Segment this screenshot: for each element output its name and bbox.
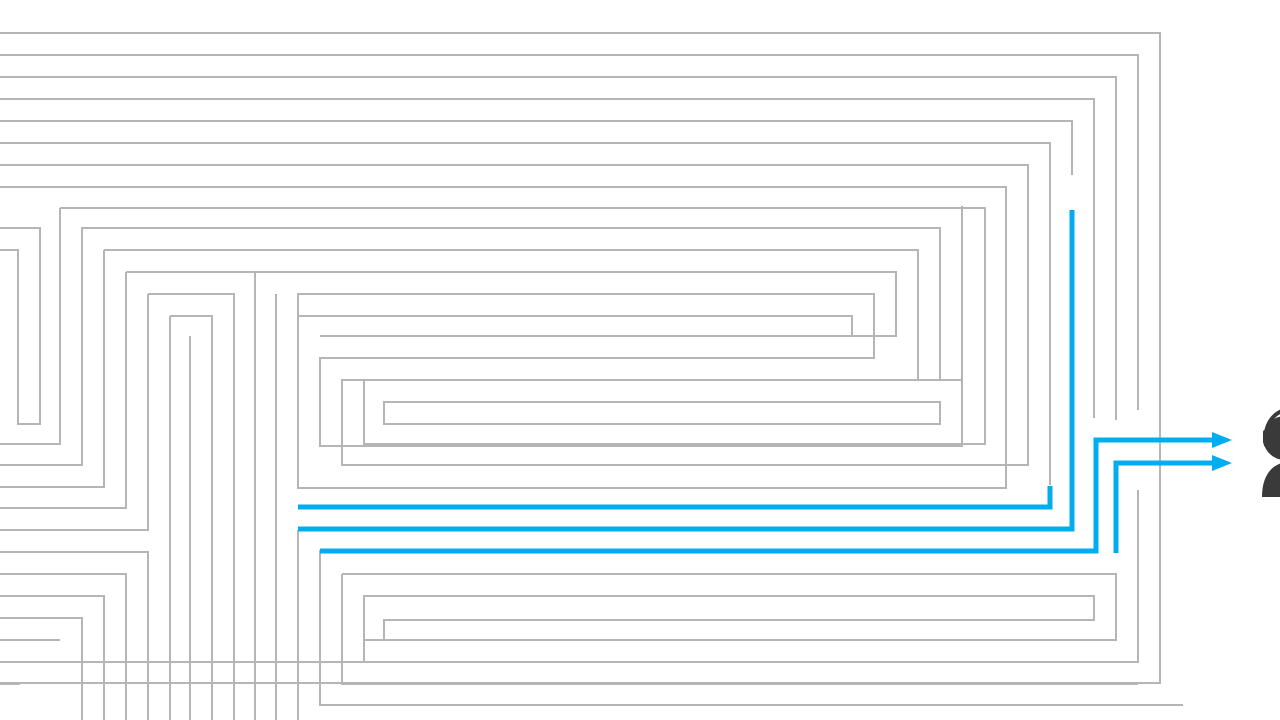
maze-wall-17 — [148, 293, 235, 720]
maze-wall-30 — [0, 617, 83, 720]
person-body-icon — [1262, 463, 1280, 497]
maze-wall-11 — [0, 227, 41, 425]
maze-wall-5 — [0, 98, 1095, 418]
highlighted-route-1 — [298, 486, 1053, 510]
maze-wall-37 — [363, 596, 1116, 663]
headset-earpiece-icon — [1263, 430, 1270, 444]
maze-lines — [0, 32, 1183, 720]
maze-wall-2 — [0, 54, 1139, 410]
maze-wall-9 — [0, 186, 1007, 489]
maze-wall-19 — [170, 315, 213, 720]
maze-wall-7 — [0, 142, 1051, 485]
exit-arrow-head-1 — [1212, 432, 1232, 448]
maze-wall-6 — [0, 120, 1073, 175]
maze-wall-18 — [0, 294, 149, 531]
maze-wall-35 — [342, 573, 1117, 641]
person-with-headset-icon — [1262, 409, 1280, 497]
highlighted-route-4 — [1113, 460, 1215, 553]
maze-wall-15 — [126, 271, 897, 337]
maze-wall-16 — [0, 272, 127, 509]
highlighted-route-2 — [298, 210, 1075, 532]
maze-wall-26 — [383, 401, 941, 425]
exit-arrows — [1212, 432, 1232, 471]
highlighted-routes — [298, 210, 1215, 554]
exit-arrow-head-2 — [1212, 455, 1232, 471]
maze-wall-29 — [0, 595, 105, 720]
maze-wall-10 — [60, 207, 986, 445]
maze-wall-12 — [0, 208, 61, 445]
maze-wall-28 — [0, 573, 127, 720]
highlighted-route-3 — [320, 437, 1215, 554]
maze-wall-34 — [319, 550, 1160, 706]
maze-wall-4 — [0, 76, 1117, 420]
maze-wall-14 — [0, 250, 105, 488]
maze-wall-24 — [298, 315, 853, 336]
maze-wall-36 — [341, 574, 1138, 685]
maze-wall-27 — [0, 551, 149, 720]
